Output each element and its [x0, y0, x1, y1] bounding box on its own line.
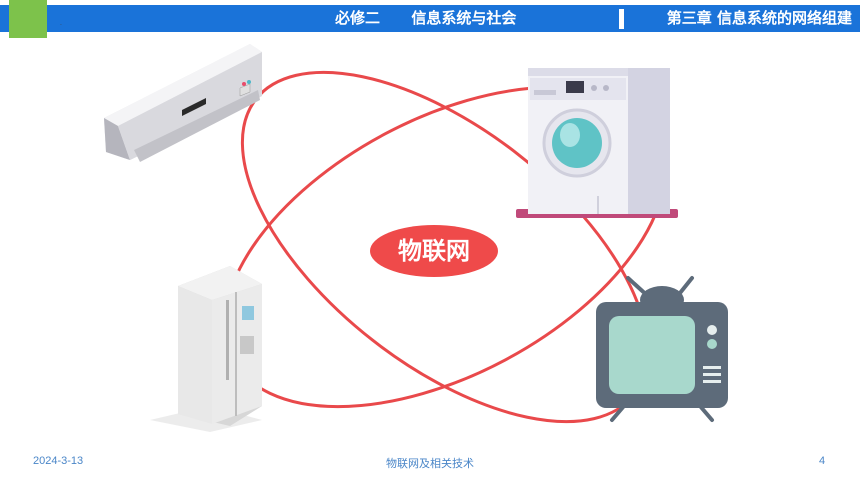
page-number: 4 — [819, 455, 826, 467]
corner-accent — [9, 0, 47, 38]
refrigerator-icon — [150, 266, 262, 432]
course-title: 必修二 信息系统与社会 — [335, 9, 517, 27]
decor-dot: . — [60, 20, 62, 27]
iot-label: 物联网 — [398, 237, 470, 265]
chapter-marker — [619, 9, 624, 29]
footer-title: 物联网及相关技术 — [386, 458, 474, 470]
header-bar — [0, 5, 860, 32]
footer-date: 2024-3-13 — [33, 455, 84, 467]
air-conditioner-icon — [104, 44, 262, 162]
chapter-title: 第三章 信息系统的网络组建 — [666, 9, 852, 27]
television-icon — [596, 276, 728, 422]
washing-machine-icon — [516, 68, 678, 218]
iot-label-background — [370, 225, 498, 277]
